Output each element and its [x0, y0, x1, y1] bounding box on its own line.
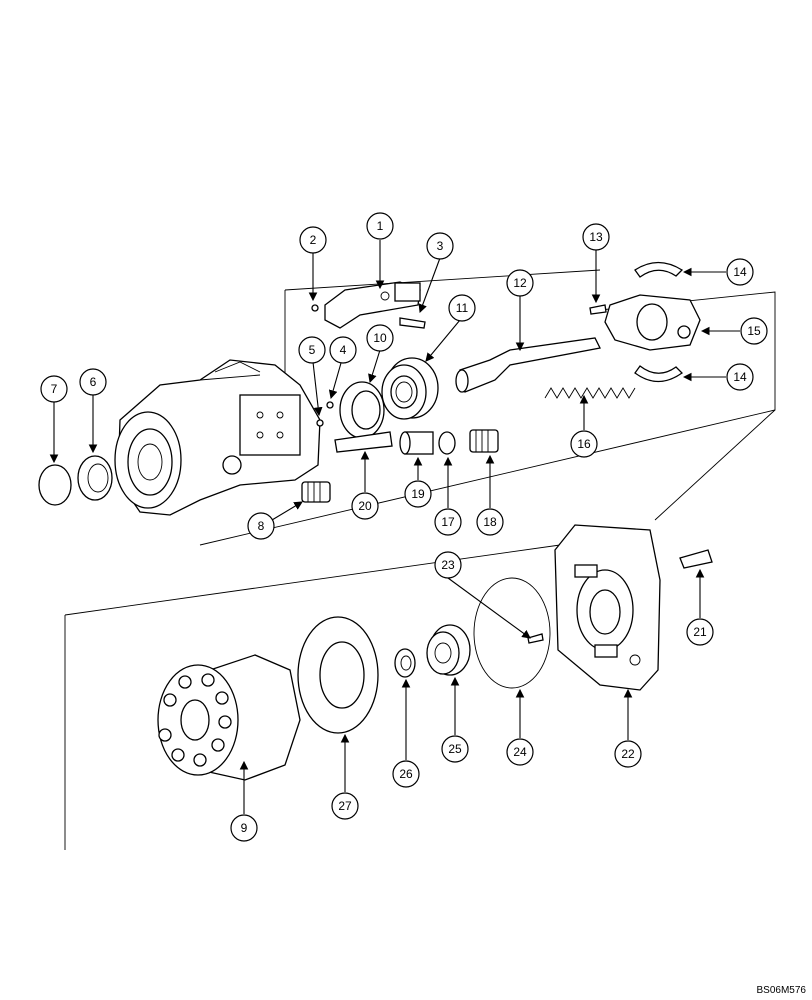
screw-part — [399, 317, 426, 329]
seal-ring — [339, 381, 385, 439]
drawing-reference-code: BS06M576 — [756, 985, 806, 996]
swashplate — [604, 294, 701, 351]
callout-25-label: 25 — [448, 742, 462, 756]
callout-2-label: 2 — [310, 233, 317, 247]
pump-housing — [114, 359, 321, 516]
callout-13-label: 13 — [589, 230, 603, 244]
callout-14-lower-label: 14 — [733, 370, 747, 384]
compensator-valve — [324, 281, 421, 329]
callout-1: 1 — [366, 212, 394, 240]
end-cover — [554, 524, 661, 691]
callout-23-label: 23 — [441, 558, 455, 572]
callout-18-label: 18 — [483, 515, 497, 529]
o-ring — [473, 577, 551, 689]
callout-16: 16 — [570, 430, 598, 458]
callout-17-label: 17 — [441, 515, 455, 529]
leader-lines — [49, 240, 740, 814]
callout-23: 23 — [434, 551, 462, 579]
spring — [544, 387, 636, 399]
threaded-plug — [469, 429, 499, 453]
callout-11-label: 11 — [456, 301, 469, 315]
callout-26: 26 — [392, 760, 420, 788]
callout-27-label: 27 — [338, 799, 352, 813]
callout-7-label: 7 — [51, 382, 58, 396]
dowel-pin — [527, 633, 544, 644]
plug-part — [311, 304, 319, 312]
callout-20: 20 — [351, 492, 379, 520]
callout-15-label: 15 — [747, 324, 761, 338]
circlip — [38, 464, 72, 506]
callout-22: 22 — [614, 740, 642, 768]
snap-ring — [438, 431, 456, 455]
callout-3: 3 — [426, 232, 454, 260]
callout-25: 25 — [441, 735, 469, 763]
callout-12: 12 — [506, 269, 534, 297]
sleeve — [399, 431, 434, 455]
callout-27: 27 — [331, 792, 359, 820]
bearing — [381, 357, 439, 420]
callout-9: 9 — [230, 814, 258, 842]
callout-6: 6 — [79, 368, 107, 396]
callout-8: 8 — [247, 512, 275, 540]
callout-2: 2 — [299, 226, 327, 254]
callout-19-label: 19 — [411, 487, 425, 501]
callout-24-label: 24 — [513, 745, 527, 759]
callout-4-label: 4 — [340, 343, 347, 357]
callout-9-label: 9 — [241, 821, 248, 835]
callout-24: 24 — [506, 738, 534, 766]
fitting — [301, 481, 331, 503]
small-ring-part — [326, 401, 334, 409]
callout-18: 18 — [476, 508, 504, 536]
upper-plane-outline — [64, 269, 776, 850]
callout-3-label: 3 — [437, 239, 444, 253]
half-ring-lower — [634, 365, 684, 383]
callout-26-label: 26 — [399, 767, 413, 781]
callout-21-label: 21 — [693, 625, 707, 639]
small-bushing — [394, 648, 416, 678]
callout-4: 4 — [329, 336, 357, 364]
callout-22-label: 22 — [621, 747, 635, 761]
callout-1-label: 1 — [377, 219, 384, 233]
valve-plate — [297, 616, 379, 734]
callout-5: 5 — [298, 336, 326, 364]
rear-bearing — [426, 624, 471, 676]
callout-17: 17 — [434, 508, 462, 536]
callout-16-label: 16 — [577, 437, 591, 451]
cylinder-block — [157, 654, 301, 781]
callout-14-upper: 14 — [726, 258, 754, 286]
callout-19: 19 — [404, 480, 432, 508]
callout-14-upper-label: 14 — [733, 265, 747, 279]
callout-8-label: 8 — [258, 519, 265, 533]
callout-13: 13 — [582, 223, 610, 251]
callout-10: 10 — [366, 324, 394, 352]
callout-5-label: 5 — [309, 343, 316, 357]
small-plug-part — [316, 419, 324, 427]
callout-14-lower: 14 — [726, 363, 754, 391]
callout-21: 21 — [686, 618, 714, 646]
drive-shaft — [455, 337, 601, 393]
stud-fitting — [679, 549, 713, 569]
bearing-ring — [77, 455, 113, 501]
callout-10-label: 10 — [373, 331, 387, 345]
callout-11: 11 — [448, 294, 476, 322]
callout-6-label: 6 — [90, 375, 97, 389]
pin-part — [589, 304, 607, 315]
callout-7: 7 — [40, 375, 68, 403]
callout-20-label: 20 — [358, 499, 372, 513]
callout-12-label: 12 — [513, 276, 527, 290]
rod-part — [334, 431, 393, 453]
callout-15: 15 — [740, 317, 768, 345]
half-ring-upper — [634, 261, 684, 278]
